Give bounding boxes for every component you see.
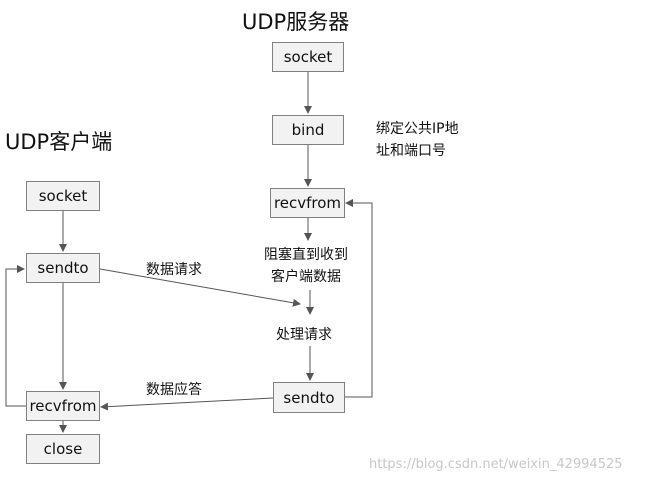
arrow-client-loop: [5, 265, 26, 407]
watermark: https://blog.csdn.net/weixin_42994525: [369, 457, 623, 472]
arrow-data-request: [99, 268, 301, 307]
server-sendto-box: sendto: [273, 382, 345, 413]
server-socket-box: socket: [272, 42, 344, 72]
client-recvfrom-box: recvfrom: [26, 391, 100, 421]
arrow-data-response: [100, 397, 274, 411]
client-title: UDP客户端: [5, 130, 113, 154]
server-title: UDP服务器: [242, 10, 350, 34]
client-sendto-box: sendto: [26, 253, 100, 283]
block-note: 阻塞直到收到 客户端数据: [264, 247, 348, 285]
client-socket-box: socket: [26, 181, 100, 211]
server-bind-box: bind: [272, 115, 344, 145]
bind-note: 绑定公共IP地 址和端口号: [376, 121, 459, 159]
server-recvfrom-box: recvfrom: [270, 188, 345, 218]
process-request-label: 处理请求: [276, 327, 332, 343]
client-close-box: close: [26, 434, 100, 464]
data-response-label: 数据应答: [146, 382, 202, 398]
arrow-server-loop: [345, 199, 373, 398]
data-request-label: 数据请求: [146, 262, 202, 278]
